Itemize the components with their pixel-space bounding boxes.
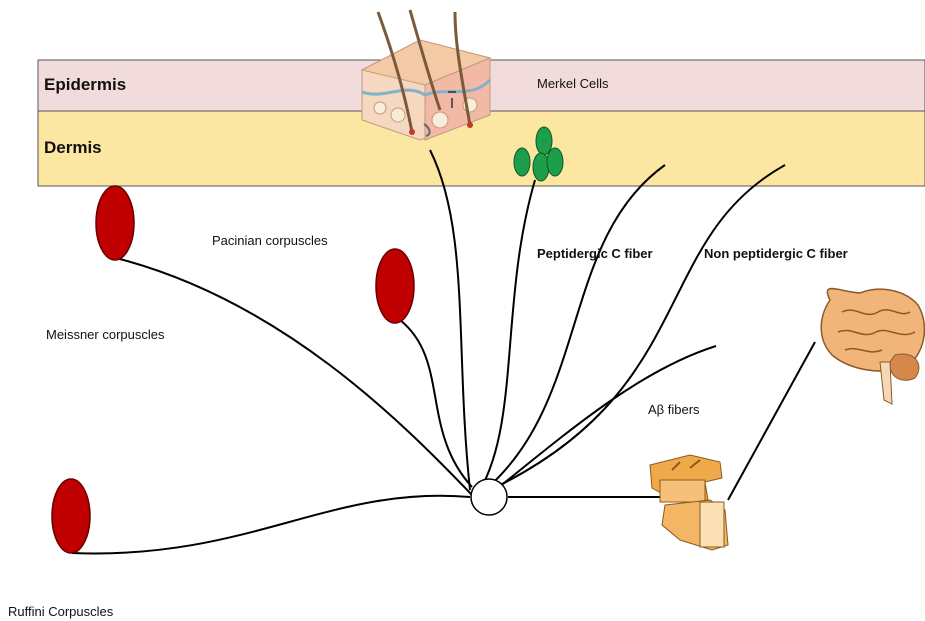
ruffini-fiber (72, 496, 470, 554)
ruffini-label: Ruffini Corpuscles (8, 604, 113, 619)
spine-to-brain-fiber (728, 342, 815, 500)
dermis-layer (38, 111, 925, 186)
non-peptidergic-fiber (490, 165, 785, 490)
skin-cross-section-icon (362, 10, 490, 140)
pacinian-label: Pacinian corpuscles (212, 233, 328, 248)
brain-icon (821, 289, 924, 404)
meissner-fiber (116, 258, 472, 495)
hair-follicle-fiber (430, 150, 470, 490)
meissner-label: Meissner corpuscles (46, 327, 165, 342)
ruffini-corpuscle (52, 479, 90, 553)
merkel-cells-label: Merkel Cells (537, 76, 609, 91)
meissner-corpuscle (96, 186, 134, 260)
merkel-fiber (480, 180, 535, 490)
abeta-label: Aβ fibers (648, 402, 700, 417)
epidermis-label: Epidermis (44, 75, 126, 95)
pacinian-corpuscle (376, 249, 414, 323)
non-peptidergic-label: Non peptidergic C fiber (704, 246, 848, 261)
dermis-label: Dermis (44, 138, 102, 158)
spine-vertebra-icon (650, 455, 728, 550)
ganglion-cell (471, 479, 507, 515)
peptidergic-label: Peptidergic C fiber (537, 246, 653, 261)
